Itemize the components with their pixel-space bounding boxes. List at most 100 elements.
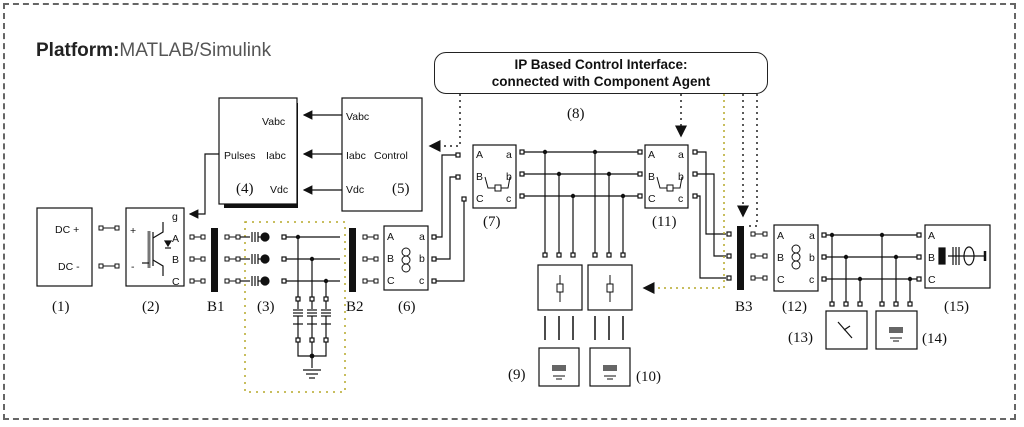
t6-port-c-out: c <box>419 275 424 287</box>
line-section <box>519 149 643 258</box>
wire-t6-to-breaker7 <box>431 152 467 284</box>
block-load-14[interactable]: (14) <box>875 310 947 350</box>
br11-port-a-out: a <box>678 149 684 161</box>
t12-port-c-out: c <box>809 274 814 286</box>
block-transformer-12[interactable]: A B C a b c (12) <box>773 224 819 315</box>
block-inverter[interactable]: + - g A B C (2) <box>125 207 185 315</box>
block-15-tag: (15) <box>944 299 969 315</box>
block-load-9[interactable]: (9) <box>508 347 580 387</box>
transformer-icon <box>791 244 801 270</box>
block-load-10[interactable]: (10) <box>589 347 661 387</box>
m15-port-a: A <box>928 230 935 242</box>
t12-port-a-out: a <box>809 230 815 242</box>
block-3-tag: (3) <box>257 299 275 315</box>
transformer-icon <box>401 247 411 273</box>
m15-port-b: B <box>928 252 935 264</box>
block-machine-15[interactable]: A B C (15) <box>924 224 991 315</box>
br7-port-a: A <box>476 149 483 161</box>
fault-icon <box>837 321 853 339</box>
block-5-tag: (5) <box>392 181 410 197</box>
ground-icon <box>303 369 321 379</box>
inverter-port-a: A <box>172 233 179 245</box>
wire-dc-to-inverter <box>98 225 120 269</box>
t6-port-c: C <box>387 275 395 287</box>
block-lc-filter[interactable]: (3) <box>224 221 346 393</box>
wire-pulses-to-gate <box>188 153 219 219</box>
ctrl-iabc-port: Iabc <box>346 150 366 162</box>
load-ground-icon <box>604 375 616 380</box>
wire-breakers-to-loads <box>544 316 624 340</box>
ip-interface-line2: connected with Component Agent <box>491 74 711 89</box>
block-1-tag: (1) <box>52 299 70 315</box>
breaker-icon <box>484 176 511 192</box>
t6-port-b: B <box>387 253 394 265</box>
block-breaker-7[interactable]: A B C a b c (7) <box>472 144 517 230</box>
dc-plus-port: DC + <box>55 224 79 236</box>
br7-port-b-out: b <box>506 171 512 183</box>
block-measurement[interactable]: Vabc Pulses Iabc Vdc (4) <box>218 97 298 208</box>
load-breaker-right[interactable] <box>587 264 633 311</box>
block-12-tag: (12) <box>782 299 807 315</box>
inverter-gate-port: g <box>172 211 178 223</box>
block-fault-13[interactable]: (13) <box>788 310 868 350</box>
block-6-tag: (6) <box>398 299 416 315</box>
wire-inverter-to-b1 <box>189 234 206 284</box>
bus-b2[interactable]: B2 <box>346 228 364 315</box>
block-transformer-6[interactable]: A B C a b c (6) <box>383 225 429 315</box>
rl-element-icon <box>240 232 270 286</box>
t6-port-b-out: b <box>419 253 425 265</box>
platform-title: Platform:MATLAB/Simulink <box>36 40 271 62</box>
inverter-minus-port: - <box>131 261 135 273</box>
block-4-tag: (4) <box>236 181 254 197</box>
ip-interface-line1: IP Based Control Interface: <box>514 57 688 72</box>
bus-b1-label: B1 <box>207 299 225 315</box>
bus-b3-label: B3 <box>735 299 753 315</box>
br11-port-b: B <box>648 171 655 183</box>
breaker-icon <box>656 176 683 192</box>
inverter-port-c: C <box>172 276 180 288</box>
t12-port-b: B <box>777 252 784 264</box>
meas-vdc-port: Vdc <box>270 184 288 196</box>
load-breaker-left[interactable] <box>537 264 583 311</box>
t6-port-a-out: a <box>419 231 425 243</box>
br11-port-b-out: b <box>678 171 684 183</box>
bus-b3[interactable]: B3 <box>735 226 753 315</box>
dc-minus-port: DC - <box>58 261 80 273</box>
block-2-tag: (2) <box>142 299 160 315</box>
bus-b1[interactable]: B1 <box>207 228 225 315</box>
ctrl-vabc-port: Vabc <box>346 111 369 123</box>
ip-control-interface-box[interactable]: IP Based Control Interface: connected wi… <box>434 52 768 94</box>
block-breaker-11[interactable]: A B C a b c (11) <box>644 144 689 230</box>
bus-b2-label: B2 <box>346 299 364 315</box>
block-7-tag: (7) <box>483 214 501 230</box>
block-14-tag: (14) <box>922 331 947 347</box>
capacitor-bank-icon <box>293 296 331 368</box>
br11-port-c-out: c <box>678 193 683 205</box>
br7-port-b: B <box>476 171 483 183</box>
br11-port-c: C <box>648 193 656 205</box>
t12-port-a: A <box>777 230 784 242</box>
m15-port-c: C <box>928 274 936 286</box>
meas-vabc-port: Vabc <box>262 116 285 128</box>
wire-b3-to-transformer12 <box>750 231 768 281</box>
block-11-tag: (11) <box>652 214 676 230</box>
ctrl-control-port: Control <box>374 150 408 162</box>
block-controller[interactable]: Vabc Iabc Control Vdc (5) <box>341 97 423 212</box>
platform-frame <box>3 3 1016 420</box>
br11-port-a: A <box>648 149 655 161</box>
br7-port-a-out: a <box>506 149 512 161</box>
load-ground-icon <box>553 375 565 380</box>
wire-breaker11-to-b3 <box>692 149 732 281</box>
meas-iabc-port: Iabc <box>266 150 286 162</box>
load-ground-icon <box>890 337 902 342</box>
inverter-plus-port: + <box>130 225 136 237</box>
platform-label: Platform: <box>36 40 120 61</box>
ctrl-vdc-port: Vdc <box>346 184 364 196</box>
t6-port-a: A <box>387 231 394 243</box>
br7-port-c: C <box>476 193 484 205</box>
t12-port-c: C <box>777 274 785 286</box>
block-10-tag: (10) <box>636 369 661 385</box>
block-dc-source[interactable]: DC + DC - (1) <box>36 207 93 315</box>
t12-port-b-out: b <box>809 252 815 264</box>
